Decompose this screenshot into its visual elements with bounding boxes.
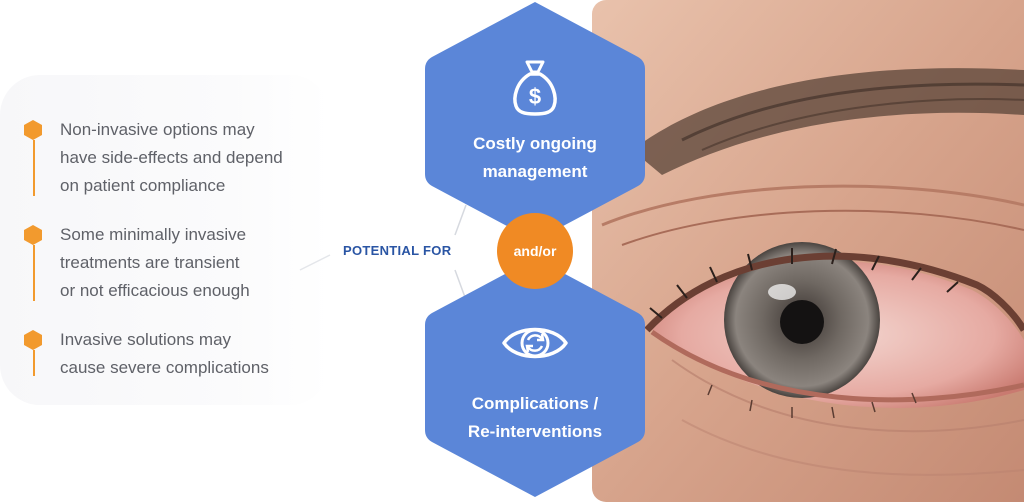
left-panel-background (0, 75, 330, 405)
bullet-line (33, 350, 35, 376)
list-item-text: Invasive solutions may cause severe comp… (60, 330, 269, 377)
eye-photo (592, 0, 1024, 502)
eye-refresh-icon (501, 318, 569, 373)
list-item-text: Non-invasive options may have side-effec… (60, 120, 283, 195)
and-or-label: and/or (513, 243, 557, 259)
potential-for-label: POTENTIAL FOR (343, 243, 452, 258)
hex-bottom-title: Complications / Re-interventions (467, 394, 603, 441)
hexagon-bottom (425, 258, 645, 497)
money-bag-icon: $ (510, 58, 560, 121)
bullet-line (33, 140, 35, 196)
hex-top-title: Costly ongoing management (473, 134, 597, 181)
svg-text:$: $ (529, 84, 541, 109)
hexagon-bullet-icon (22, 120, 44, 140)
and-or-connector: and/or (497, 213, 573, 289)
hexagon-bullet-icon (22, 225, 44, 245)
hexagon-bullet-icon (22, 330, 44, 350)
list-item-text: Some minimally invasive treatments are t… (60, 225, 250, 300)
hexagon-top (425, 2, 645, 241)
bullet-line (33, 245, 35, 301)
